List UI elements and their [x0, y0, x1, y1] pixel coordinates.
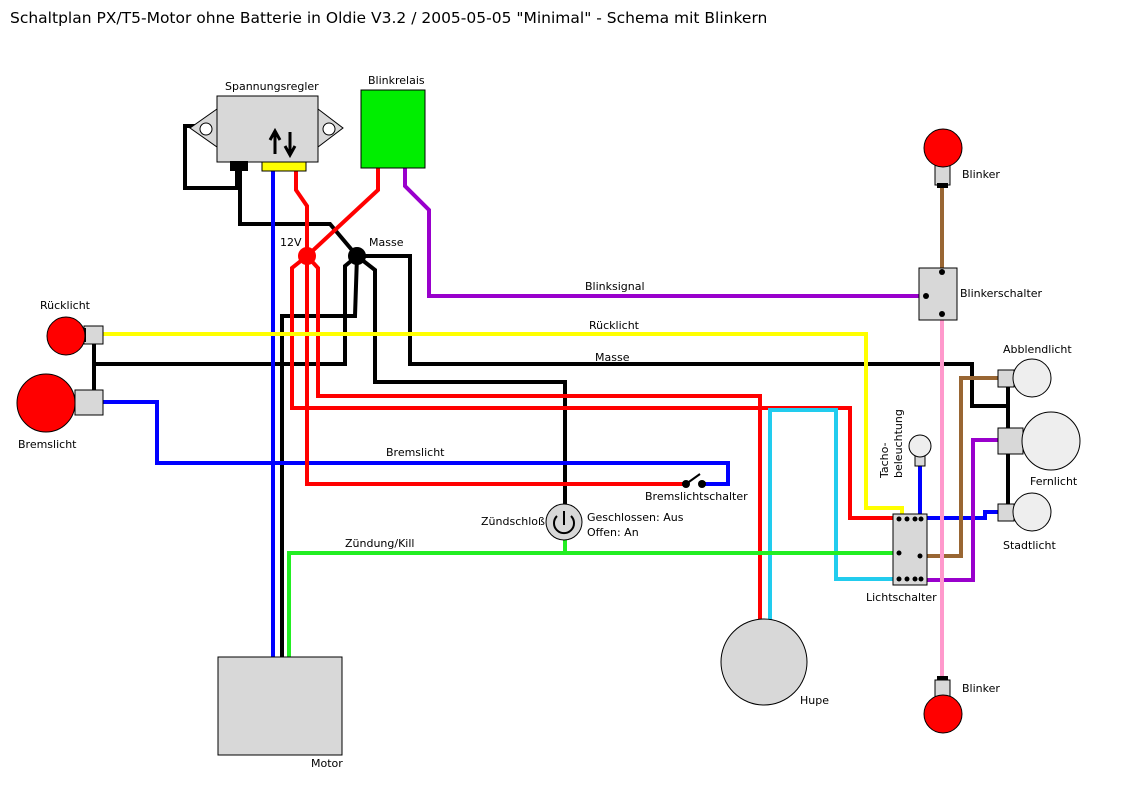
blinker-unten: Blinker — [923, 676, 1000, 734]
wire-label-bremslicht: Bremslicht — [386, 446, 445, 459]
zuendschloss: Zündschloß Geschlossen: Aus Offen: An — [481, 503, 684, 541]
power-icon — [553, 515, 575, 535]
wire-label-blinksignal: Blinksignal — [585, 280, 645, 293]
stadtlicht-label: Stadtlicht — [1003, 539, 1056, 552]
zuendschloss-label: Zündschloß — [481, 515, 545, 528]
node-masse-label: Masse — [369, 236, 404, 249]
arrow-up-icon — [268, 127, 282, 154]
zuendschloss-state-open: Offen: An — [587, 526, 639, 539]
wire-fernlicht — [920, 438, 1000, 582]
ruecklicht-label: Rücklicht — [40, 299, 91, 312]
abblendlicht: Abblendlicht — [997, 343, 1072, 398]
wire-ruecklicht — [103, 332, 904, 516]
wire-blinksignal — [403, 168, 922, 298]
spannungsregler: Spannungsregler — [189, 80, 344, 172]
wire-regler-masse — [238, 163, 359, 258]
fernlicht-label: Fernlicht — [1030, 475, 1078, 488]
tacho-label-line2: beleuchtung — [892, 409, 905, 478]
blinker-oben: Blinker — [923, 128, 1000, 188]
tachobeleuchtung: Tacho- beleuchtung — [878, 409, 932, 479]
wire-blinkrelais-12v — [305, 168, 380, 258]
wire-masse-zuendschloss — [355, 254, 567, 504]
wire-stadtlicht — [920, 510, 1000, 520]
blinkrelais: Blinkrelais — [360, 74, 426, 169]
switch-open-icon — [685, 473, 701, 485]
wire-12v-hupe — [305, 254, 762, 620]
lichtschalter-label: Lichtschalter — [866, 591, 937, 604]
wires — [92, 124, 1010, 680]
wire-12v-lichtschalter — [290, 254, 895, 520]
stadtlicht: Stadtlicht — [997, 492, 1056, 552]
diagram-title: Schaltplan PX/T5-Motor ohne Batterie in … — [10, 9, 767, 27]
blinker-unten-label: Blinker — [962, 682, 1000, 695]
wire-zuendung — [287, 551, 895, 658]
fernlicht: Fernlicht — [997, 411, 1081, 488]
node-12v — [298, 247, 316, 265]
motor-label: Motor — [311, 757, 343, 770]
blinkrelais-label: Blinkrelais — [368, 74, 425, 87]
node-masse — [348, 247, 366, 265]
arrow-down-icon — [283, 132, 297, 159]
spannungsregler-label: Spannungsregler — [225, 80, 319, 93]
node-12v-label: 12V — [280, 236, 302, 249]
hupe-label: Hupe — [800, 694, 829, 707]
wire-label-zuendung: Zündung/Kill — [345, 537, 414, 550]
bremslicht: Bremslicht — [16, 373, 104, 451]
blinkerschalter-label: Blinkerschalter — [960, 287, 1043, 300]
ruecklicht: Rücklicht — [40, 299, 104, 356]
wire-bremslicht — [103, 400, 730, 486]
wire-regler-masse-loop — [183, 124, 239, 190]
bremslichtschalter: Bremslichtschalter — [645, 473, 748, 503]
abblendlicht-label: Abblendlicht — [1003, 343, 1072, 356]
wire-label-masse: Masse — [595, 351, 630, 364]
bremslicht-label: Bremslicht — [18, 438, 77, 451]
bremslichtschalter-label: Bremslichtschalter — [645, 490, 748, 503]
blinker-oben-label: Blinker — [962, 168, 1000, 181]
wire-masse-main — [357, 254, 1008, 408]
motor: Motor — [217, 656, 343, 770]
wire-label-ruecklicht: Rücklicht — [589, 319, 640, 332]
lichtschalter: Lichtschalter — [866, 513, 937, 604]
wire-hupe-lichtschalter — [768, 408, 895, 620]
blinkerschalter: Blinkerschalter — [918, 267, 1043, 321]
wire-regler-12v — [294, 170, 309, 256]
hupe: Hupe — [720, 618, 829, 707]
tacho-label-line1: Tacho- — [878, 442, 891, 479]
zuendschloss-state-closed: Geschlossen: Aus — [587, 511, 684, 524]
